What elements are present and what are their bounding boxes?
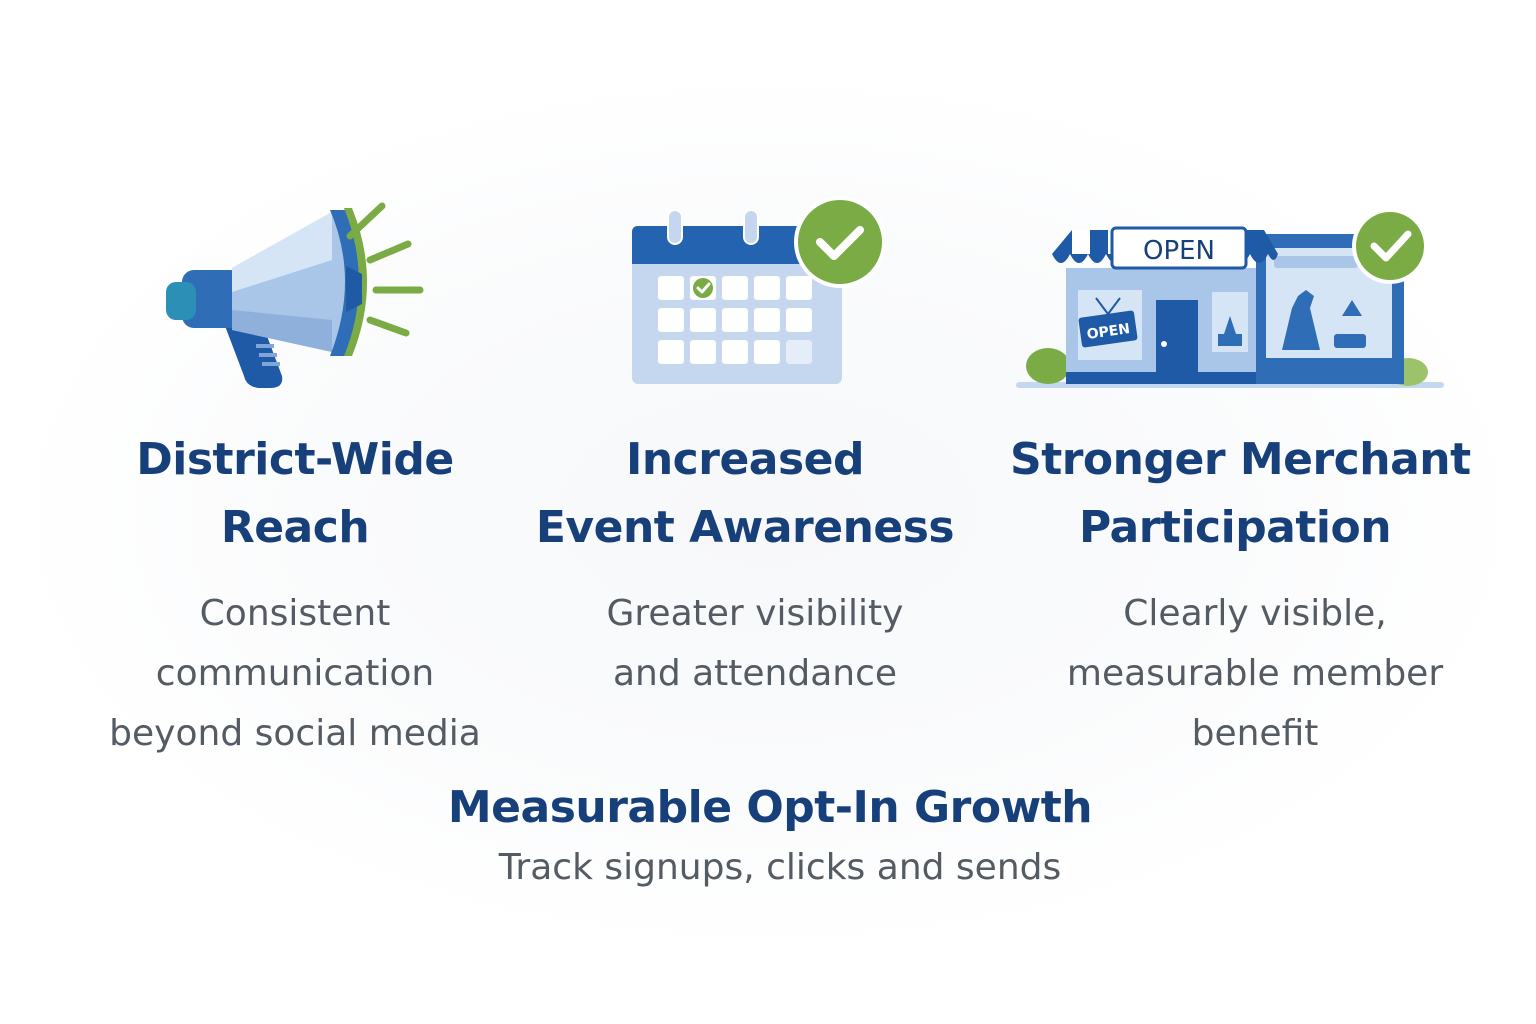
open-sign-text: OPEN xyxy=(1143,236,1215,266)
door-sign-text: OPEN xyxy=(1086,321,1131,343)
calendar-check-icon xyxy=(632,196,886,384)
storefront-icon: OPEN OPEN xyxy=(1016,208,1444,388)
opt-in-growth-title: Measurable Opt-In Growth xyxy=(447,782,1093,833)
event-awareness-description: Greater visibility and attendance xyxy=(606,593,904,694)
opt-in-growth-description: Track signups, clicks and sends xyxy=(498,847,1062,888)
reach-description: Consistent communication beyond social m… xyxy=(109,593,481,754)
merchant-participation-title: Stronger Merchant Participation xyxy=(1010,434,1471,553)
reach-title: District-Wide Reach xyxy=(136,434,454,553)
event-awareness-title: Increased Event Awareness xyxy=(535,434,955,553)
merchant-participation-description: Clearly visible, measurable member benef… xyxy=(1066,593,1444,754)
megaphone-icon xyxy=(166,202,424,388)
